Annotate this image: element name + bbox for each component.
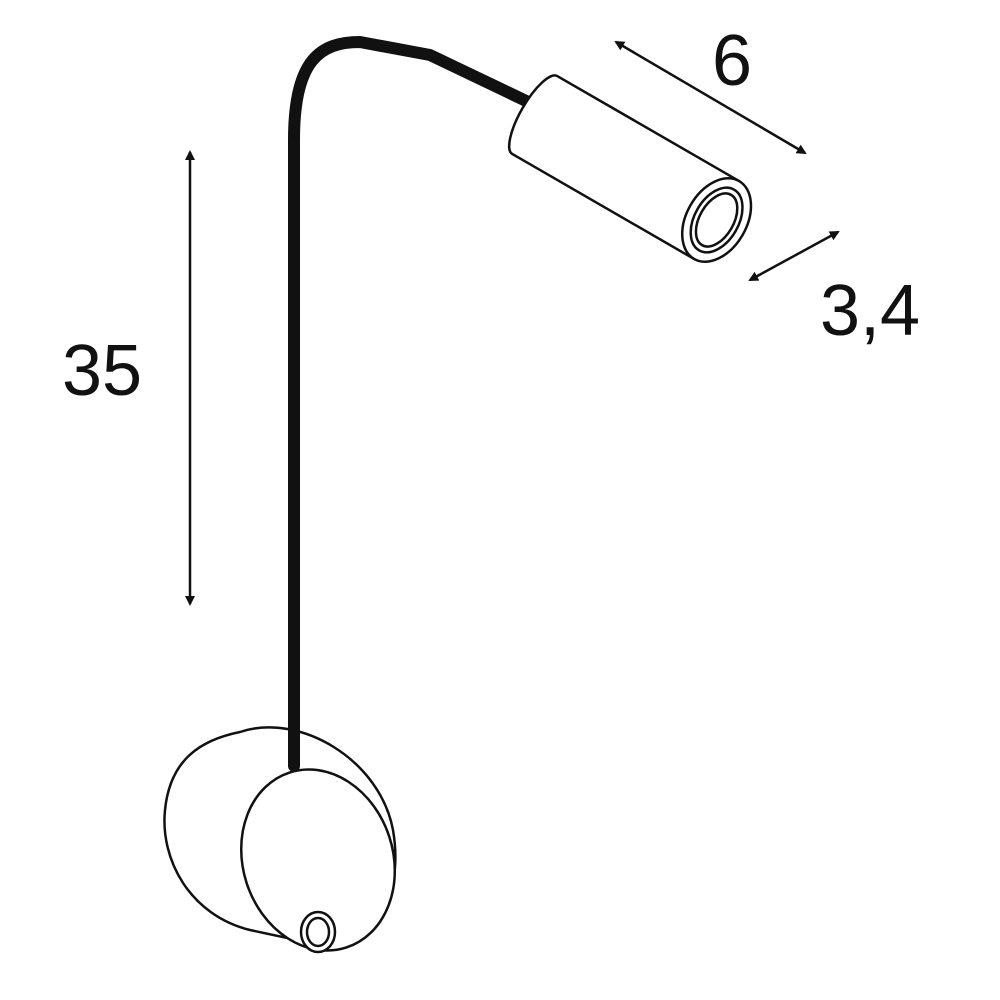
head-diameter-label: 3,4 [820, 271, 920, 351]
spot-head [507, 74, 753, 264]
head-length-label: 6 [712, 21, 752, 101]
flex-arm [288, 36, 551, 772]
height-label: 35 [62, 331, 142, 411]
head-length-dimension-arrow [614, 40, 807, 155]
wall-base [163, 726, 397, 954]
head-diameter-dimension-arrow [748, 230, 840, 282]
